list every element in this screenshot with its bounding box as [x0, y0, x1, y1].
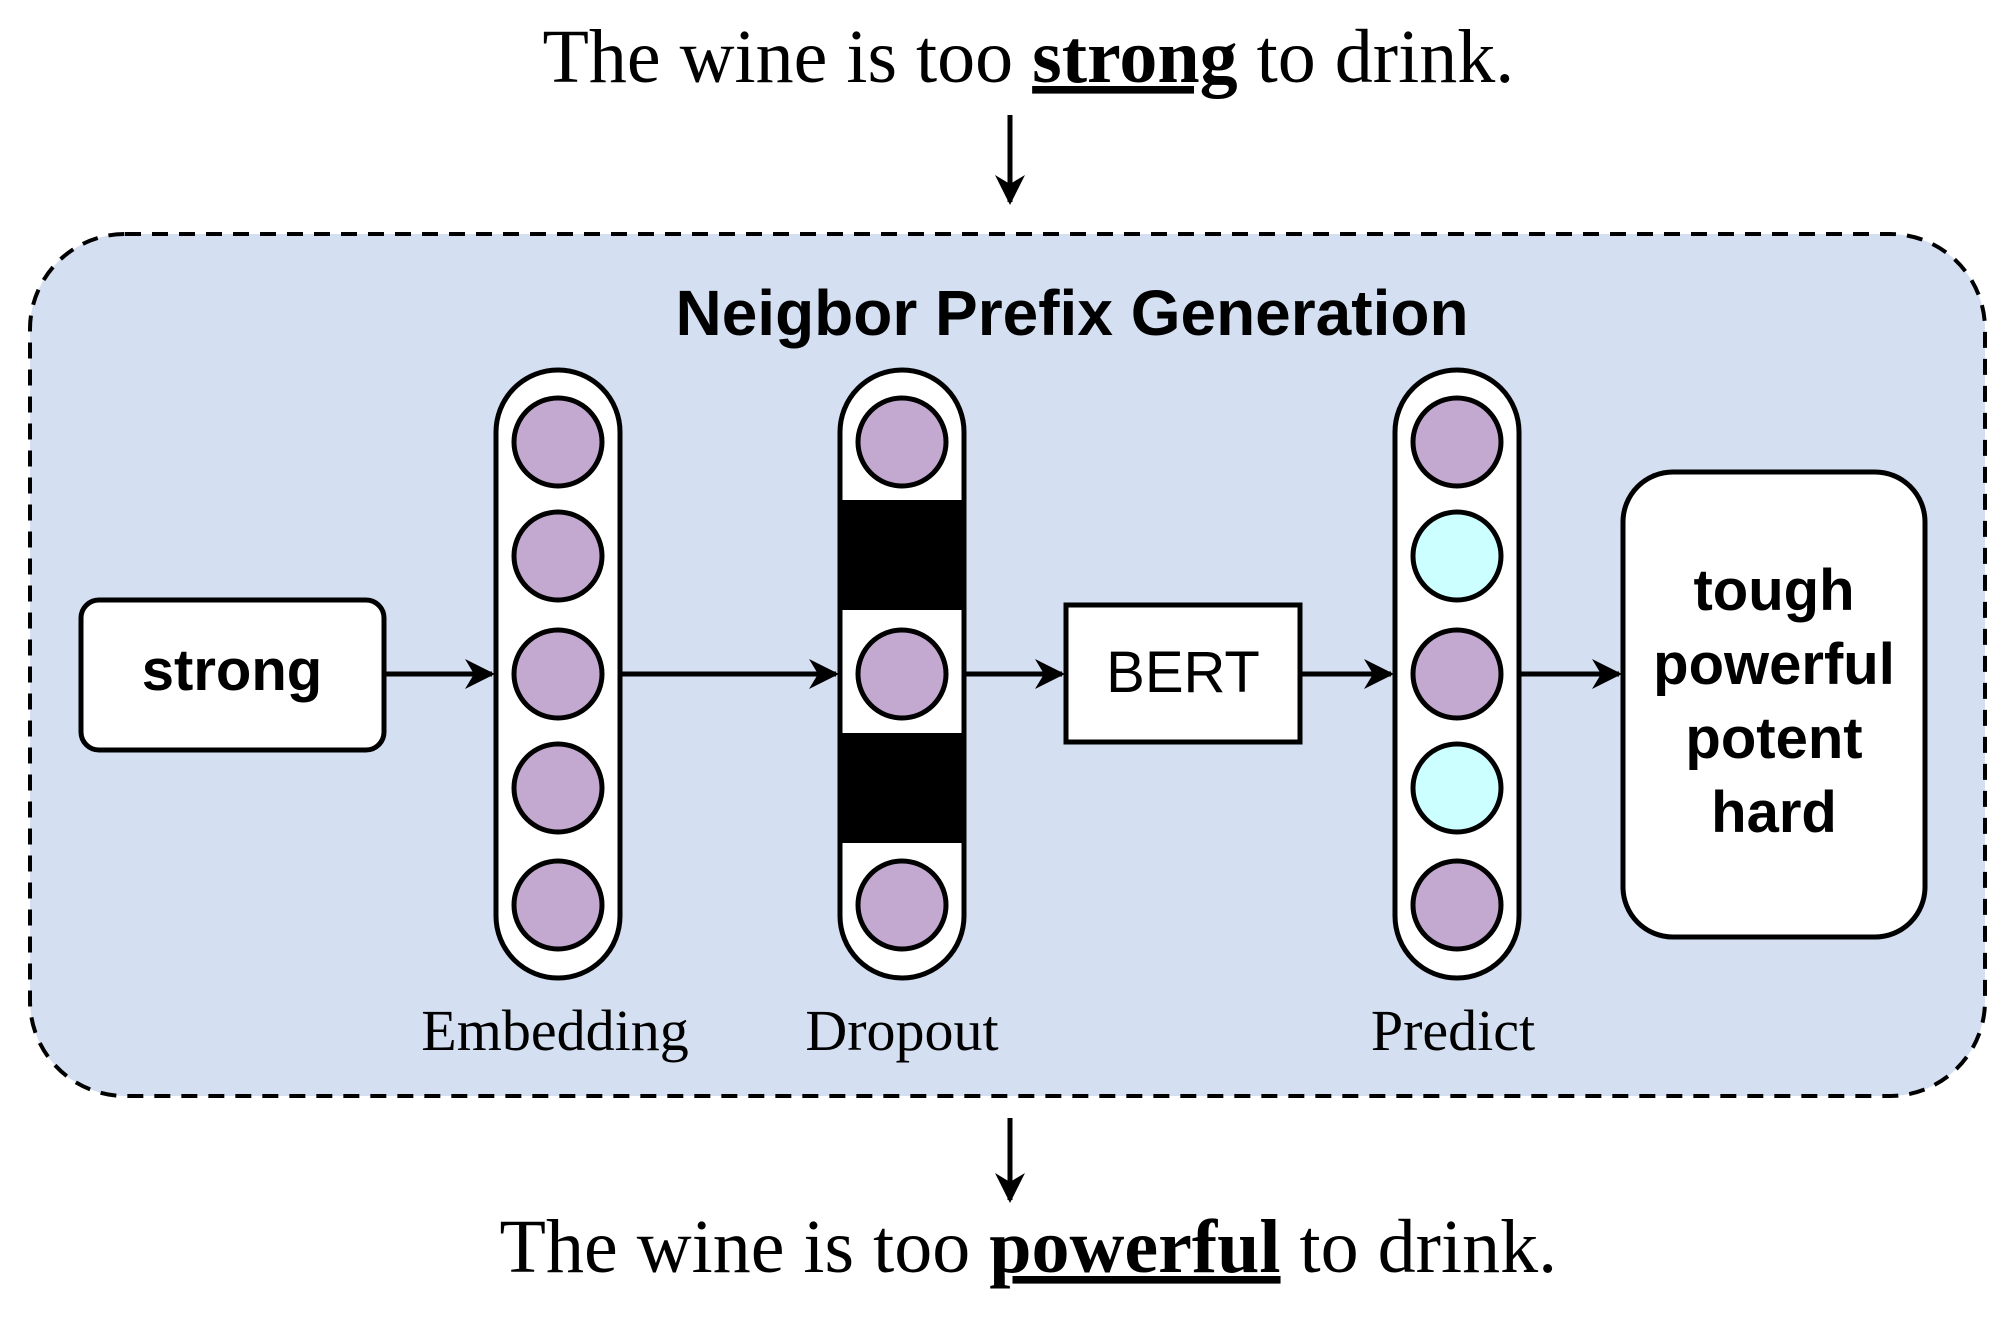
- predict-node: [1410, 627, 1504, 721]
- output-word: powerful: [1653, 632, 1895, 697]
- predict-node: [1410, 858, 1504, 952]
- output-word: hard: [1711, 780, 1837, 845]
- predict-node: [1410, 509, 1504, 603]
- bert-box: [1063, 602, 1303, 745]
- embedding-node: [511, 509, 605, 603]
- top-sentence-highlight: strong: [1032, 15, 1238, 99]
- bottom-sentence-after: to drink.: [1281, 1205, 1558, 1289]
- input-word: strong: [142, 638, 322, 703]
- output-word: potent: [1685, 706, 1862, 771]
- dropout-node: [855, 858, 949, 952]
- embedding-node: [511, 395, 605, 489]
- bottom-sentence-before: The wine is too: [500, 1205, 990, 1289]
- dropout-label: Dropout: [805, 998, 998, 1063]
- predict-node: [1410, 395, 1504, 489]
- predict-label: Predict: [1371, 998, 1535, 1063]
- dropout-node: [855, 627, 949, 721]
- dropout-mask-upper: [840, 500, 964, 610]
- bottom-sentence-highlight: powerful: [989, 1205, 1280, 1289]
- embedding-node: [511, 858, 605, 952]
- predict-node: [1410, 741, 1504, 835]
- embedding-node: [511, 627, 605, 721]
- bert-label: BERT: [1106, 640, 1260, 705]
- dropout-node: [855, 395, 949, 489]
- top-sentence-after: to drink.: [1238, 15, 1515, 99]
- top-sentence: The wine is too strong to drink.: [449, 15, 1571, 99]
- module-title: Neigbor Prefix Generation: [675, 277, 1468, 349]
- bottom-sentence: The wine is too powerful to drink.: [406, 1205, 1614, 1289]
- dropout-mask-lower: [840, 733, 964, 843]
- output-word: tough: [1693, 558, 1854, 623]
- output-words-box: [1620, 469, 1928, 940]
- top-sentence-before: The wine is too: [542, 15, 1032, 99]
- embedding-label: Embedding: [421, 998, 688, 1063]
- embedding-node: [511, 741, 605, 835]
